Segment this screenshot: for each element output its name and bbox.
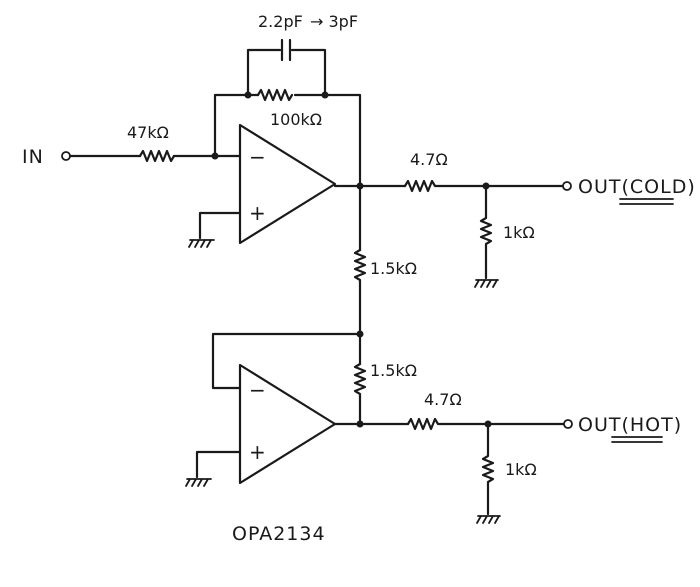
cold-load-res-label: 1kΩ (503, 223, 535, 242)
feedback-junction-dots (211, 91, 329, 160)
input-terminal (61, 151, 71, 161)
opamp-bottom (238, 363, 337, 485)
hot-output-label: OUT(HOT) (578, 414, 682, 436)
hot-series-res-label: 4.7Ω (424, 390, 462, 409)
opamp-top-ground (188, 211, 242, 248)
hot-load-res-label: 1kΩ (505, 460, 537, 479)
input-resistor-47k (138, 149, 176, 163)
feedback-cap-label: 2.2pF (258, 12, 303, 31)
opamp-top (238, 123, 337, 245)
input-label: IN (22, 146, 44, 168)
part-number-label: OPA2134 (232, 523, 326, 545)
inverter-res-bottom-label: 1.5kΩ (370, 361, 417, 380)
inverter-res-top-label: 1.5kΩ (370, 259, 417, 278)
feedback-wires (213, 48, 362, 188)
hot-output-terminal[interactable] (563, 419, 573, 429)
cold-series-resistor (403, 179, 440, 193)
inverter-resistor-bottom (353, 362, 367, 398)
cold-output-terminal[interactable] (562, 181, 572, 191)
cold-series-res-label: 4.7Ω (410, 150, 448, 169)
inverter-resistor-top (353, 248, 367, 284)
cold-load-resistor (474, 182, 499, 288)
feedback-resistor-100k (246, 88, 294, 102)
opamp-top-plus-sign: + (249, 201, 266, 225)
opamp-bottom-output-wire (333, 420, 566, 428)
input-res-label: 47kΩ (127, 123, 169, 142)
opamp-top-minus-sign: − (249, 145, 266, 169)
feedback-res-label: 100kΩ (270, 110, 322, 129)
opamp-bottom-ground (185, 450, 242, 487)
cap-change-label: → 3pF (310, 12, 358, 31)
cold-output-label: OUT(COLD) (578, 176, 696, 198)
hot-series-resistor (406, 417, 443, 431)
hot-load-resistor (476, 420, 501, 524)
opamp-bottom-plus-sign: + (249, 440, 266, 464)
feedback-capacitor (280, 38, 292, 62)
cold-underline (619, 198, 674, 205)
opamp-bottom-minus-sign: − (249, 378, 266, 402)
opamp-top-output-wire (333, 182, 565, 190)
hot-underline (611, 436, 663, 443)
inverter-wires (211, 184, 364, 426)
